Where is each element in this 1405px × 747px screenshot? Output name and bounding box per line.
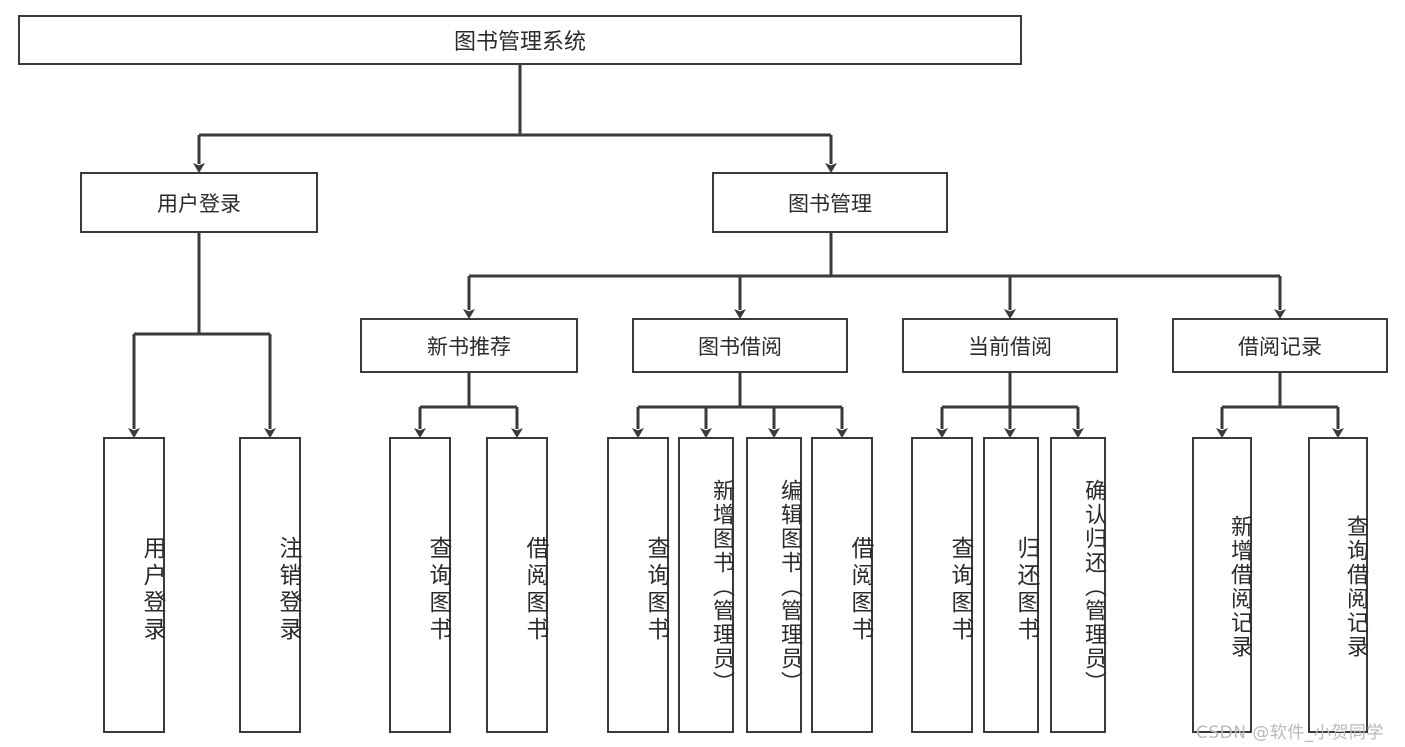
node-label: 当前借阅: [968, 334, 1052, 359]
node-label: 新书推荐: [427, 334, 511, 359]
node-book-borrow[interactable]: 图书借阅: [632, 318, 848, 373]
node-borrow-records[interactable]: 借阅记录: [1172, 318, 1388, 373]
node-user-login[interactable]: 用户登录: [80, 172, 318, 233]
node-new-book-recommend[interactable]: 新书推荐: [360, 318, 578, 373]
leaf-current-query-book[interactable]: 查询图书: [911, 437, 973, 733]
watermark-text: CSDN @软件_小贺同学: [1196, 723, 1384, 743]
leaf-user-login-login[interactable]: 用户登录: [103, 437, 165, 733]
leaf-borrow-query-book[interactable]: 查询图书: [607, 437, 669, 733]
leaf-current-confirm-return-admin[interactable]: 确认归还（管理员）: [1050, 437, 1106, 733]
node-label: 查询图书: [425, 536, 451, 644]
leaf-borrow-borrow-book[interactable]: 借阅图书: [811, 437, 873, 733]
node-label: 用户登录: [157, 191, 241, 216]
node-label: 查询图书: [643, 536, 669, 644]
leaf-records-query-record[interactable]: 查询借阅记录: [1308, 437, 1368, 733]
node-label: 借阅记录: [1238, 334, 1322, 359]
node-label: 归还图书: [1013, 536, 1039, 644]
node-label: 编辑图书（管理员）: [777, 479, 802, 695]
csdn-watermark: CSDN @软件_小贺同学: [1196, 718, 1384, 743]
node-label: 新增借阅记录: [1227, 515, 1252, 659]
node-label: 借阅图书: [522, 536, 548, 644]
node-label: 借阅图书: [847, 536, 873, 644]
node-label: 确认归还（管理员）: [1081, 479, 1106, 695]
node-label: 用户登录: [139, 536, 165, 644]
leaf-new-book-borrow-book[interactable]: 借阅图书: [486, 437, 548, 733]
node-current-borrow[interactable]: 当前借阅: [902, 318, 1118, 373]
leaf-user-login-logout[interactable]: 注销登录: [239, 437, 301, 733]
leaf-current-return-book[interactable]: 归还图书: [983, 437, 1039, 733]
node-label: 注销登录: [275, 536, 301, 644]
leaf-new-book-query-book[interactable]: 查询图书: [389, 437, 451, 733]
leaf-records-add-record[interactable]: 新增借阅记录: [1192, 437, 1252, 733]
node-label: 查询借阅记录: [1343, 515, 1368, 659]
node-label: 图书借阅: [698, 334, 782, 359]
node-label: 图书管理系统: [453, 30, 586, 55]
node-book-management[interactable]: 图书管理: [712, 172, 948, 233]
node-label: 查询图书: [947, 536, 973, 644]
leaf-borrow-edit-book-admin[interactable]: 编辑图书（管理员）: [746, 437, 802, 733]
node-label: 图书管理: [788, 191, 872, 216]
leaf-borrow-add-book-admin[interactable]: 新增图书（管理员）: [678, 437, 734, 733]
node-root-book-management-system[interactable]: 图书管理系统: [18, 15, 1022, 65]
node-label: 新增图书（管理员）: [709, 479, 734, 695]
